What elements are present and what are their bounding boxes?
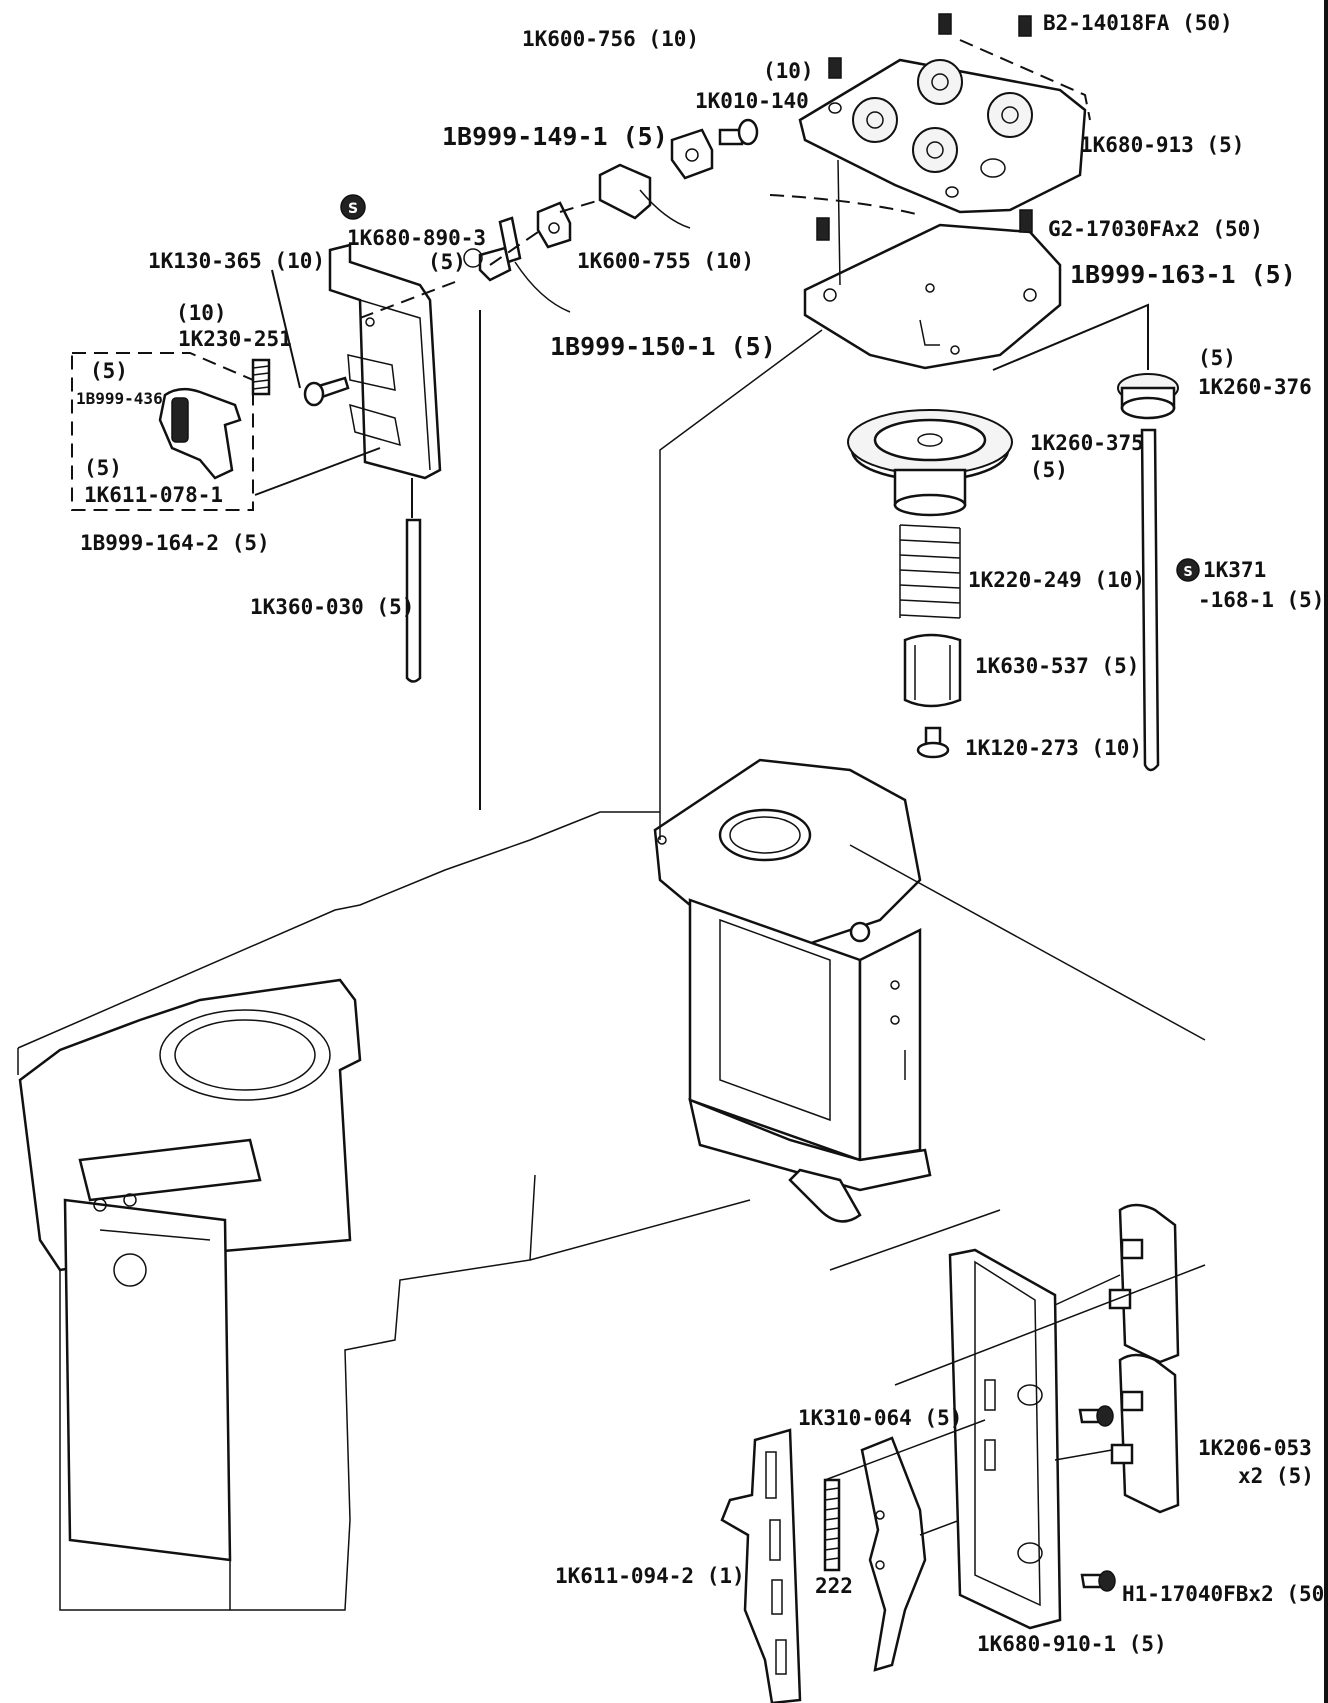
label-1k600-755: 1K600-755 (10) (577, 249, 754, 273)
label-1k220-249: 1K220-249 (10) (968, 568, 1145, 592)
gear-1k260-376 (1117, 373, 1179, 420)
s-marker-top: S (340, 194, 366, 220)
gear-1k260-375 (847, 409, 1013, 517)
label-1k630-537: 1K630-537 (5) (975, 654, 1139, 678)
label-1b999-436: 1B999-436 (76, 389, 163, 408)
label-1k130-365: 1K130-365 (10) (148, 249, 325, 273)
label-1k260-375: 1K260-375 (1030, 431, 1144, 455)
label-1k611-078-1: 1K611-078-1 (84, 483, 223, 507)
shaft-1k371-168-1 (1140, 428, 1160, 772)
label-1k260-376-qty: (5) (1198, 346, 1236, 370)
label-1b999-150-1: 1B999-150-1 (5) (550, 332, 776, 361)
label-1k680-890-3: 1K680-890-3 (347, 226, 486, 250)
label-1b999-149-1: 1B999-149-1 (5) (442, 122, 668, 151)
sensor-bracket-assembly (71, 243, 456, 683)
plate-1k611-094-2 (720, 1428, 802, 1703)
s-marker-right: S (1176, 558, 1200, 582)
frame-1k680-910-1 (948, 1248, 1062, 1630)
screw-g2-17030fa (816, 209, 1033, 241)
label-1k680-910-1: 1K680-910-1 (5) (977, 1632, 1167, 1656)
label-1k371-b: -168-1 (5) (1198, 588, 1324, 612)
bracket-1k680-890-3 (328, 243, 442, 480)
contact-1b999-149-1 (598, 163, 652, 220)
door-latch-assembly (720, 1203, 1206, 1703)
label-1k680-890-3-qty: (5) (428, 250, 466, 274)
label-1k680-913: 1K680-913 (5) (1080, 133, 1244, 157)
label-1k310-064: 1K310-064 (5) (798, 1406, 962, 1430)
label-1k260-375-qty: (5) (1030, 458, 1068, 482)
spring-1k220-249 (899, 524, 961, 619)
label-1k611-078-1-qty: (5) (84, 456, 122, 480)
label-1k206-053: 1K206-053 (1198, 1436, 1312, 1460)
spring-222 (823, 1478, 841, 1572)
pin-1k360-030 (405, 518, 422, 683)
label-1k360-030: 1K360-030 (5) (250, 595, 414, 619)
label-1k010-140-qty: (10) (763, 59, 814, 83)
label-1k260-376: 1K260-376 (1198, 375, 1312, 399)
sleeve-1k630-537 (903, 633, 962, 708)
label-1k230-251-qty: (10) (176, 301, 227, 325)
label-1k371-a: 1K371 (1203, 558, 1266, 582)
camera-body (17, 310, 1206, 1611)
label-1b999-163-1: 1B999-163-1 (5) (1070, 260, 1296, 289)
cover-1k206-053-a (1118, 1203, 1180, 1364)
label-h1-17040fb: H1-17040FBx2 (50) (1122, 1582, 1328, 1606)
group-box-1b999-164-2 (71, 352, 254, 511)
label-1k611-094-2: 1K611-094-2 (1) (555, 1564, 745, 1588)
screw-1k120-273 (916, 726, 950, 759)
label-1k600-756: 1K600-756 (10) (522, 27, 699, 51)
switch-parts (463, 118, 759, 313)
s-marker-right-text: S (1183, 565, 1192, 580)
label-1k010-140: 1K010-140 (695, 89, 809, 113)
label-222: 222 (815, 1574, 853, 1598)
plate-1b999-163-1 (803, 223, 1062, 370)
cover-1k206-053-b (1118, 1353, 1180, 1514)
screw-1k010-140 (718, 118, 759, 146)
label-1b999-436-qty: (5) (90, 359, 128, 383)
spring-1b999-436 (171, 397, 189, 443)
s-marker-top-text: S (348, 201, 358, 217)
label-1k230-251: 1K230-251 (178, 327, 292, 351)
plate-1k600-755 (536, 201, 572, 249)
top-plate-assembly (769, 13, 1149, 371)
screw-b2-14018fa (828, 13, 1032, 79)
lever-1k310-064 (860, 1436, 927, 1672)
right-border (1324, 0, 1328, 1703)
label-1k120-273: 1K120-273 (10) (965, 736, 1142, 760)
screw-1k130-365 (303, 376, 350, 407)
label-b2-14018fa: B2-14018FA (50) (1043, 11, 1233, 35)
plate-1k600-756 (670, 128, 714, 180)
label-1k206-053-qty: x2 (5) (1238, 1464, 1314, 1488)
screw-h1-17040fb (1078, 1405, 1116, 1592)
label-g2-17030fa: G2-17030FAx2 (50) (1048, 217, 1263, 241)
spring-1k230-251 (251, 358, 271, 396)
label-1b999-164-2: 1B999-164-2 (5) (80, 531, 270, 555)
